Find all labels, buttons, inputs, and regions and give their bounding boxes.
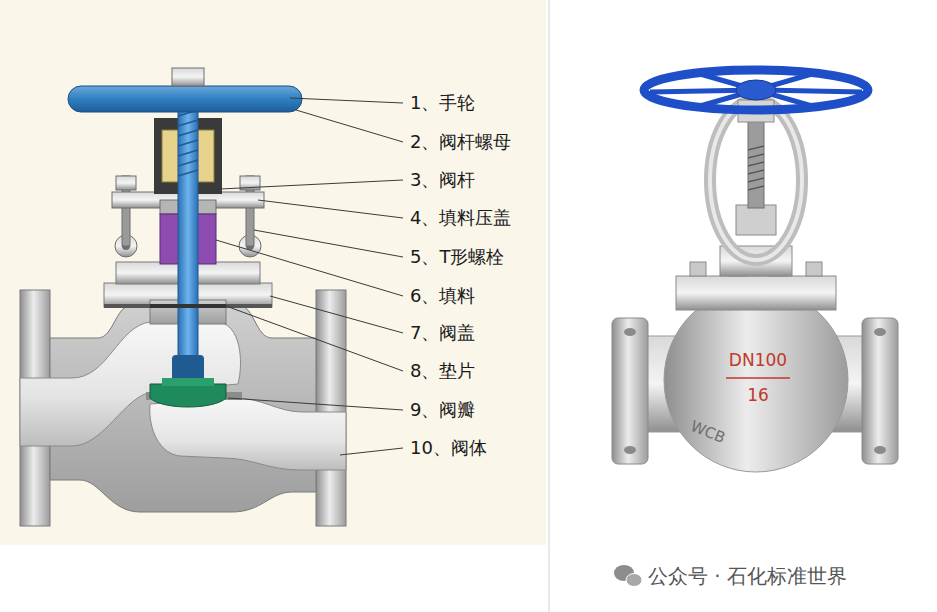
valve-photo xyxy=(624,328,636,336)
leader-line xyxy=(258,200,403,218)
callout-label: 4、填料压盖 xyxy=(410,207,511,229)
valve-photo xyxy=(650,74,862,106)
leader-line xyxy=(290,98,403,103)
valve-photo xyxy=(690,262,706,276)
callout-label: 1、手轮 xyxy=(410,92,475,114)
valve-photo xyxy=(748,146,764,150)
leader-line xyxy=(296,110,403,142)
handwheel xyxy=(68,86,302,112)
stem xyxy=(172,82,204,390)
t-bolt xyxy=(116,176,136,190)
leader-line xyxy=(200,98,403,455)
valve-photo xyxy=(644,70,868,110)
valve-photo xyxy=(736,80,776,100)
divider-line xyxy=(548,0,550,612)
valve-photo xyxy=(624,446,636,454)
divider-line xyxy=(549,0,550,612)
callout-label: 3、阀杆 xyxy=(410,169,475,191)
gasket xyxy=(150,304,226,308)
leader-line xyxy=(270,296,403,333)
stem xyxy=(178,160,198,166)
callout-label: 5、T形螺栓 xyxy=(410,246,504,268)
valve-disc xyxy=(150,378,226,407)
casting-mark: WCB xyxy=(688,417,728,447)
leader-line xyxy=(226,306,403,371)
valve-photo xyxy=(612,70,898,472)
gasket xyxy=(150,304,226,308)
callout-label: 8、垫片 xyxy=(410,360,475,382)
wechat-icon xyxy=(626,574,642,587)
callout-label: 6、填料 xyxy=(410,285,475,307)
stem xyxy=(178,150,198,156)
stem xyxy=(178,140,198,146)
valve-photo xyxy=(612,318,648,464)
valve-photo xyxy=(726,377,790,379)
stem xyxy=(178,130,198,136)
leader-line xyxy=(254,230,403,257)
leader-line xyxy=(216,240,403,296)
callout-label: 2、阀杆螺母 xyxy=(410,131,511,153)
stem xyxy=(178,170,198,176)
left-panel xyxy=(0,0,546,545)
callout-label: 7、阀盖 xyxy=(410,322,475,344)
valve-photo xyxy=(736,205,776,235)
valve-photo xyxy=(748,186,764,190)
leader-line xyxy=(200,180,403,190)
valve-photo xyxy=(748,162,764,166)
valve-photo xyxy=(748,178,764,182)
handwheel xyxy=(172,68,204,86)
left-panel xyxy=(0,0,546,545)
leader-line xyxy=(340,448,403,455)
bonnet xyxy=(104,304,272,308)
casting-mark: 16 xyxy=(747,385,769,405)
valve-photo xyxy=(862,318,898,464)
wechat-icon xyxy=(614,565,642,587)
valve-photo xyxy=(676,276,836,310)
valve-body-cutaway xyxy=(316,290,346,526)
watermark: 公众号 · 石化标准世界 xyxy=(648,564,847,588)
valve-photo xyxy=(748,154,764,158)
valve-photo xyxy=(748,170,764,174)
stem xyxy=(178,120,198,126)
callout-label: 9、阀瓣 xyxy=(410,399,475,421)
valve-disc xyxy=(150,384,226,407)
casting-mark: DN100 xyxy=(729,350,787,370)
valve-photo xyxy=(874,446,886,454)
valve-photo xyxy=(874,328,886,336)
valve-photo xyxy=(806,262,822,276)
callout-label: 10、阀体 xyxy=(410,437,487,459)
valve-disc xyxy=(162,378,214,386)
handwheel xyxy=(68,68,302,112)
leader-line xyxy=(228,398,403,410)
valve-photo xyxy=(748,146,764,190)
stem xyxy=(178,82,198,390)
valve-body-cutaway xyxy=(150,398,346,470)
valve-photo xyxy=(664,288,848,472)
stem xyxy=(178,110,198,176)
